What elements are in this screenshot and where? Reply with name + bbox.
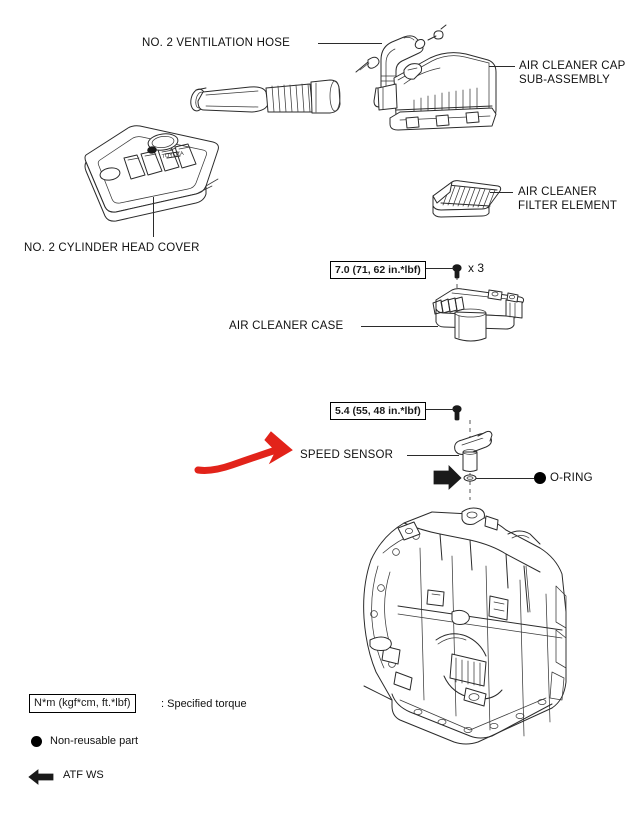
legend-torque-desc: : Specified torque xyxy=(161,698,247,710)
leader-air-cleaner-cap xyxy=(489,66,515,68)
torque-spec-speed-sensor: 5.4 (55, 48 in.*lbf) xyxy=(330,402,426,420)
callout-air-cleaner-case: AIR CLEANER CASE xyxy=(229,320,344,332)
leader-speed-sensor xyxy=(407,455,459,457)
legend-torque-unit: N*m (kgf*cm, ft.*lbf) xyxy=(29,694,136,713)
red-annotation-arrow xyxy=(194,431,293,474)
transaxle-housing-drawing xyxy=(363,507,567,745)
callout-ventilation-hose: NO. 2 VENTILATION HOSE xyxy=(142,37,290,49)
leader-air-cleaner-case xyxy=(361,326,438,328)
torque-spec-air-cleaner-case: 7.0 (71, 62 in.*lbf) xyxy=(330,261,426,279)
callout-air-cleaner-cap: AIR CLEANER CAP SUB-ASSEMBLY xyxy=(519,59,639,87)
o-ring-bullet xyxy=(534,472,546,484)
callout-air-cleaner-cap-line2: SUB-ASSEMBLY xyxy=(519,74,611,86)
leader-torque-case xyxy=(418,268,454,270)
sensor-bolt-symbol xyxy=(452,405,462,421)
svg-text:TOYOTA: TOYOTA xyxy=(161,151,184,160)
callout-filter-element: AIR CLEANER FILTER ELEMENT xyxy=(518,185,638,213)
air-cleaner-cap-drawing xyxy=(190,52,497,131)
cylinder-head-cover-drawing: TOYOTA xyxy=(84,125,219,222)
leader-cylinder-head-cover xyxy=(153,197,155,237)
callout-cylinder-head-cover: NO. 2 CYLINDER HEAD COVER xyxy=(24,242,200,254)
leader-torque-sensor xyxy=(424,409,454,411)
legend-non-reusable-bullet xyxy=(31,736,42,747)
legend-non-reusable: Non-reusable part xyxy=(50,735,139,747)
leader-o-ring xyxy=(476,478,534,480)
callout-speed-sensor: SPEED SENSOR xyxy=(300,449,394,461)
leader-ventilation-hose xyxy=(318,43,382,45)
callout-air-cleaner-cap-line1: AIR CLEANER CAP xyxy=(519,60,626,72)
leader-filter-element xyxy=(490,192,513,194)
legend-atf: ATF WS xyxy=(63,769,104,781)
case-bolt-symbol xyxy=(452,264,462,279)
atf-arrow-marker xyxy=(433,465,462,490)
air-cleaner-case-drawing xyxy=(432,264,525,342)
callout-filter-element-line1: AIR CLEANER xyxy=(518,186,597,198)
torque-quantity-air-cleaner-case: x 3 xyxy=(468,261,485,275)
filter-element-drawing xyxy=(432,180,502,218)
legend-atf-arrow-icon xyxy=(28,769,54,785)
speed-sensor-drawing xyxy=(433,405,493,500)
callout-o-ring: O-RING xyxy=(550,472,593,484)
callout-filter-element-line2: FILTER ELEMENT xyxy=(518,200,618,212)
